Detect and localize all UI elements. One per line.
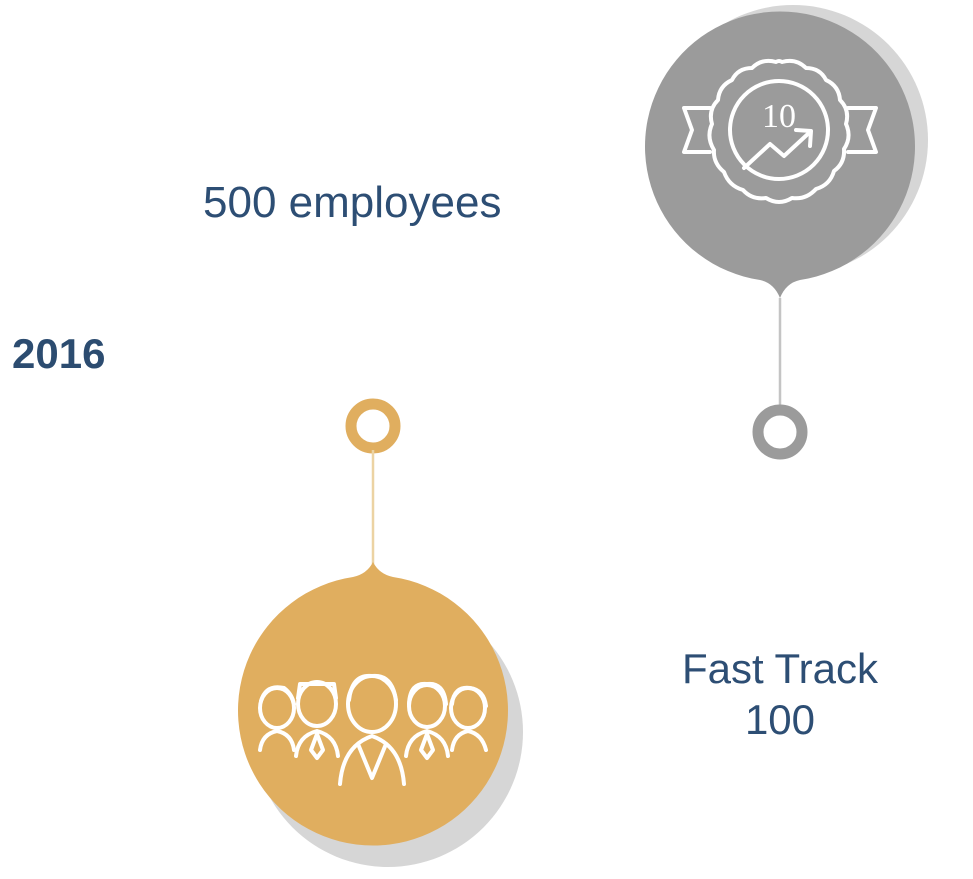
badge-number: 10 xyxy=(762,98,796,135)
employees-unit: employees xyxy=(288,178,502,227)
top-milestone-pin: 10 xyxy=(644,5,928,460)
bottom-milestone-pin xyxy=(238,398,523,867)
bottom-pin-body xyxy=(238,562,508,846)
top-pin-ring xyxy=(752,404,808,460)
person-2-tie xyxy=(309,732,325,760)
badge-ribbon-right xyxy=(846,106,878,154)
employees-number: 500 xyxy=(203,178,277,227)
fast-track-number: 100 xyxy=(744,696,816,743)
year-label: 2016 xyxy=(12,330,106,377)
person-3-collar xyxy=(356,742,388,780)
person-5-body xyxy=(450,729,488,752)
employees-milestone-label: 500 employees xyxy=(203,178,501,228)
person-1-hair xyxy=(259,685,296,706)
fast-track-milestone-label: Fast Track 100 xyxy=(668,645,892,747)
badge-growth-arrow xyxy=(742,130,812,170)
person-5-hair xyxy=(450,685,488,708)
person-4-body xyxy=(404,729,450,758)
person-3-body xyxy=(338,734,406,786)
badge-ribbon-left xyxy=(682,106,712,154)
badge-rosette xyxy=(707,58,851,204)
bottom-pin-ring xyxy=(345,398,401,454)
fast-track-title: Fast Track xyxy=(681,645,879,692)
award-badge-growth-icon xyxy=(682,58,878,204)
person-4-hair xyxy=(407,681,448,706)
badge-arrow-head xyxy=(794,128,813,148)
person-2-hair xyxy=(296,682,338,700)
person-3-hair xyxy=(347,673,398,702)
person-4-tie xyxy=(419,732,435,760)
team-people-icon xyxy=(258,673,488,786)
badge-inner-ring xyxy=(728,79,830,181)
person-2-body xyxy=(294,729,340,758)
person-1-body xyxy=(258,729,296,752)
